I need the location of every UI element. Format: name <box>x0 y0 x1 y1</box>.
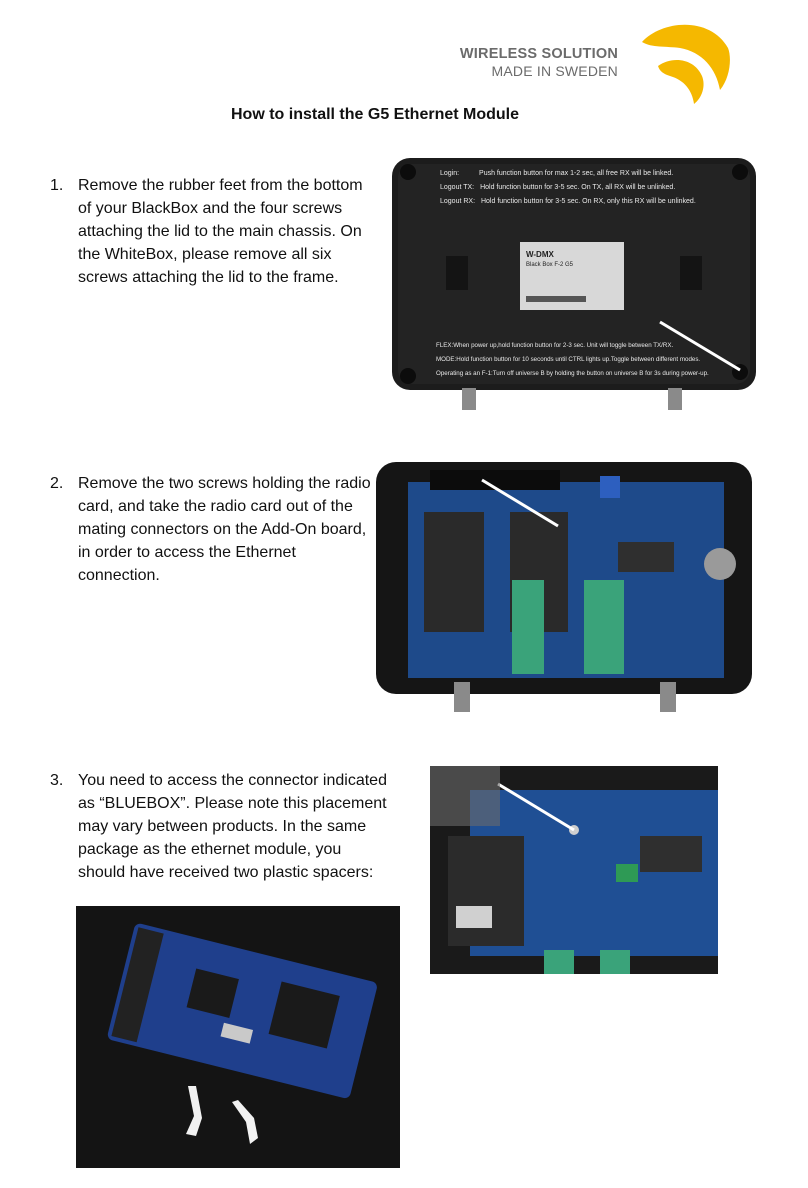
ethernet-module-photo <box>76 906 400 1168</box>
logout-rx-text: Hold function button for 3-5 sec. On RX,… <box>480 198 696 205</box>
board-closeup-graphic <box>430 766 718 974</box>
logout-rx-label: Logout RX: <box>440 198 476 205</box>
step-1: 1. Remove the rubber feet from the botto… <box>50 174 380 289</box>
page-title: How to install the G5 Ethernet Module <box>230 106 519 123</box>
label-model: Black Box F-2 G5 <box>526 262 574 268</box>
step-3: 3. You need to access the connector indi… <box>50 769 390 884</box>
open-box-photo <box>374 456 760 718</box>
step-number: 3. <box>50 772 64 789</box>
board-closeup-photo <box>430 766 718 974</box>
step-text: You need to access the connector indicat… <box>78 772 387 881</box>
step-number: 2. <box>50 475 64 492</box>
operating-text: Operating as an F-1:Turn off universe B … <box>436 370 709 377</box>
flex-text: FLEX:When power up,hold function button … <box>436 342 674 349</box>
brand-line-1: WIRELESS SOLUTION <box>459 46 618 62</box>
ethernet-module-graphic <box>76 906 400 1168</box>
mode-text: MODE:Hold function button for 10 seconds… <box>436 356 701 363</box>
step-text: Remove the rubber feet from the bottom o… <box>78 177 363 286</box>
step-text: Remove the two screws holding the radio … <box>78 475 371 584</box>
step-number: 1. <box>50 177 64 194</box>
lid-photo-graphic <box>392 158 756 410</box>
open-box-graphic <box>376 462 752 712</box>
step-2: 2. Remove the two screws holding the rad… <box>50 472 380 587</box>
lid-photo: Login: Push function button for max 1-2 … <box>390 156 760 412</box>
logout-tx-text: Hold function button for 3-5 sec. On TX,… <box>480 184 676 191</box>
brand-line-2: MADE IN SWEDEN <box>491 63 618 79</box>
logout-tx-label: Logout TX: <box>440 184 475 191</box>
login-text: Push function button for max 1-2 sec, al… <box>479 170 674 177</box>
brand-text: WIRELESS SOLUTION MADE IN SWEDEN <box>460 46 618 80</box>
login-label: Login: <box>440 170 460 177</box>
signal-wave-logo-icon <box>642 24 730 104</box>
label-brand: W-DMX <box>526 250 554 259</box>
